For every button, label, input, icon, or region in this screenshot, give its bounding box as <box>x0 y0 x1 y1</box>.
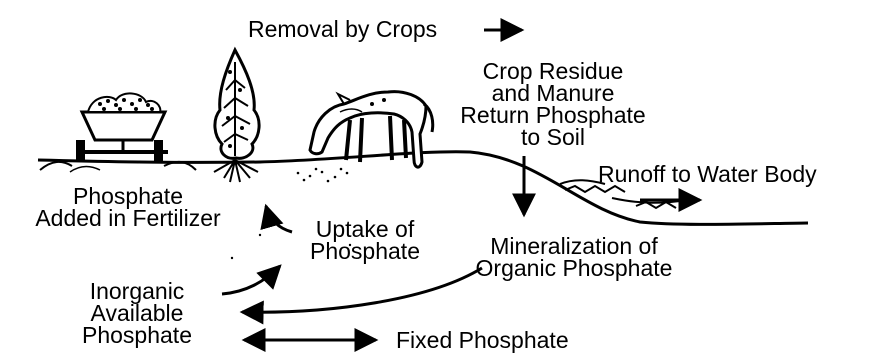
crop-residue-line-4: to Soil <box>433 126 673 148</box>
mineralization-line-1: Mineralization of <box>444 235 704 257</box>
uptake-line-2: Phosphate <box>290 240 440 262</box>
fertilizer-label: Phosphate Added in Fertilizer <box>2 185 254 229</box>
inorganic-label: Inorganic Available Phosphate <box>42 280 232 346</box>
crop-residue-line-1: Crop Residue <box>433 60 673 82</box>
crop-residue-line-3: Return Phosphate <box>433 104 673 126</box>
inorganic-line-3: Phosphate <box>42 324 232 346</box>
uptake-label: Uptake of Phosphate <box>290 218 440 262</box>
runoff-label: Runoff to Water Body <box>598 163 817 185</box>
uptake-line-1: Uptake of <box>290 218 440 240</box>
uptake-arrow <box>266 206 292 232</box>
crop-residue-line-2: and Manure <box>433 82 673 104</box>
inorganic-line-1: Inorganic <box>42 280 232 302</box>
removal-by-crops-label: Removal by Crops <box>248 18 437 40</box>
fertilizer-line-1: Phosphate <box>2 185 254 207</box>
crop-residue-label: Crop Residue and Manure Return Phosphate… <box>433 60 673 148</box>
fixed-phosphate-label: Fixed Phosphate <box>396 329 569 351</box>
fertilizer-line-2: Added in Fertilizer <box>2 207 254 229</box>
mineralization-line-2: Organic Phosphate <box>444 257 704 279</box>
inorganic-line-2: Available <box>42 302 232 324</box>
mineralization-label: Mineralization of Organic Phosphate <box>444 235 704 279</box>
